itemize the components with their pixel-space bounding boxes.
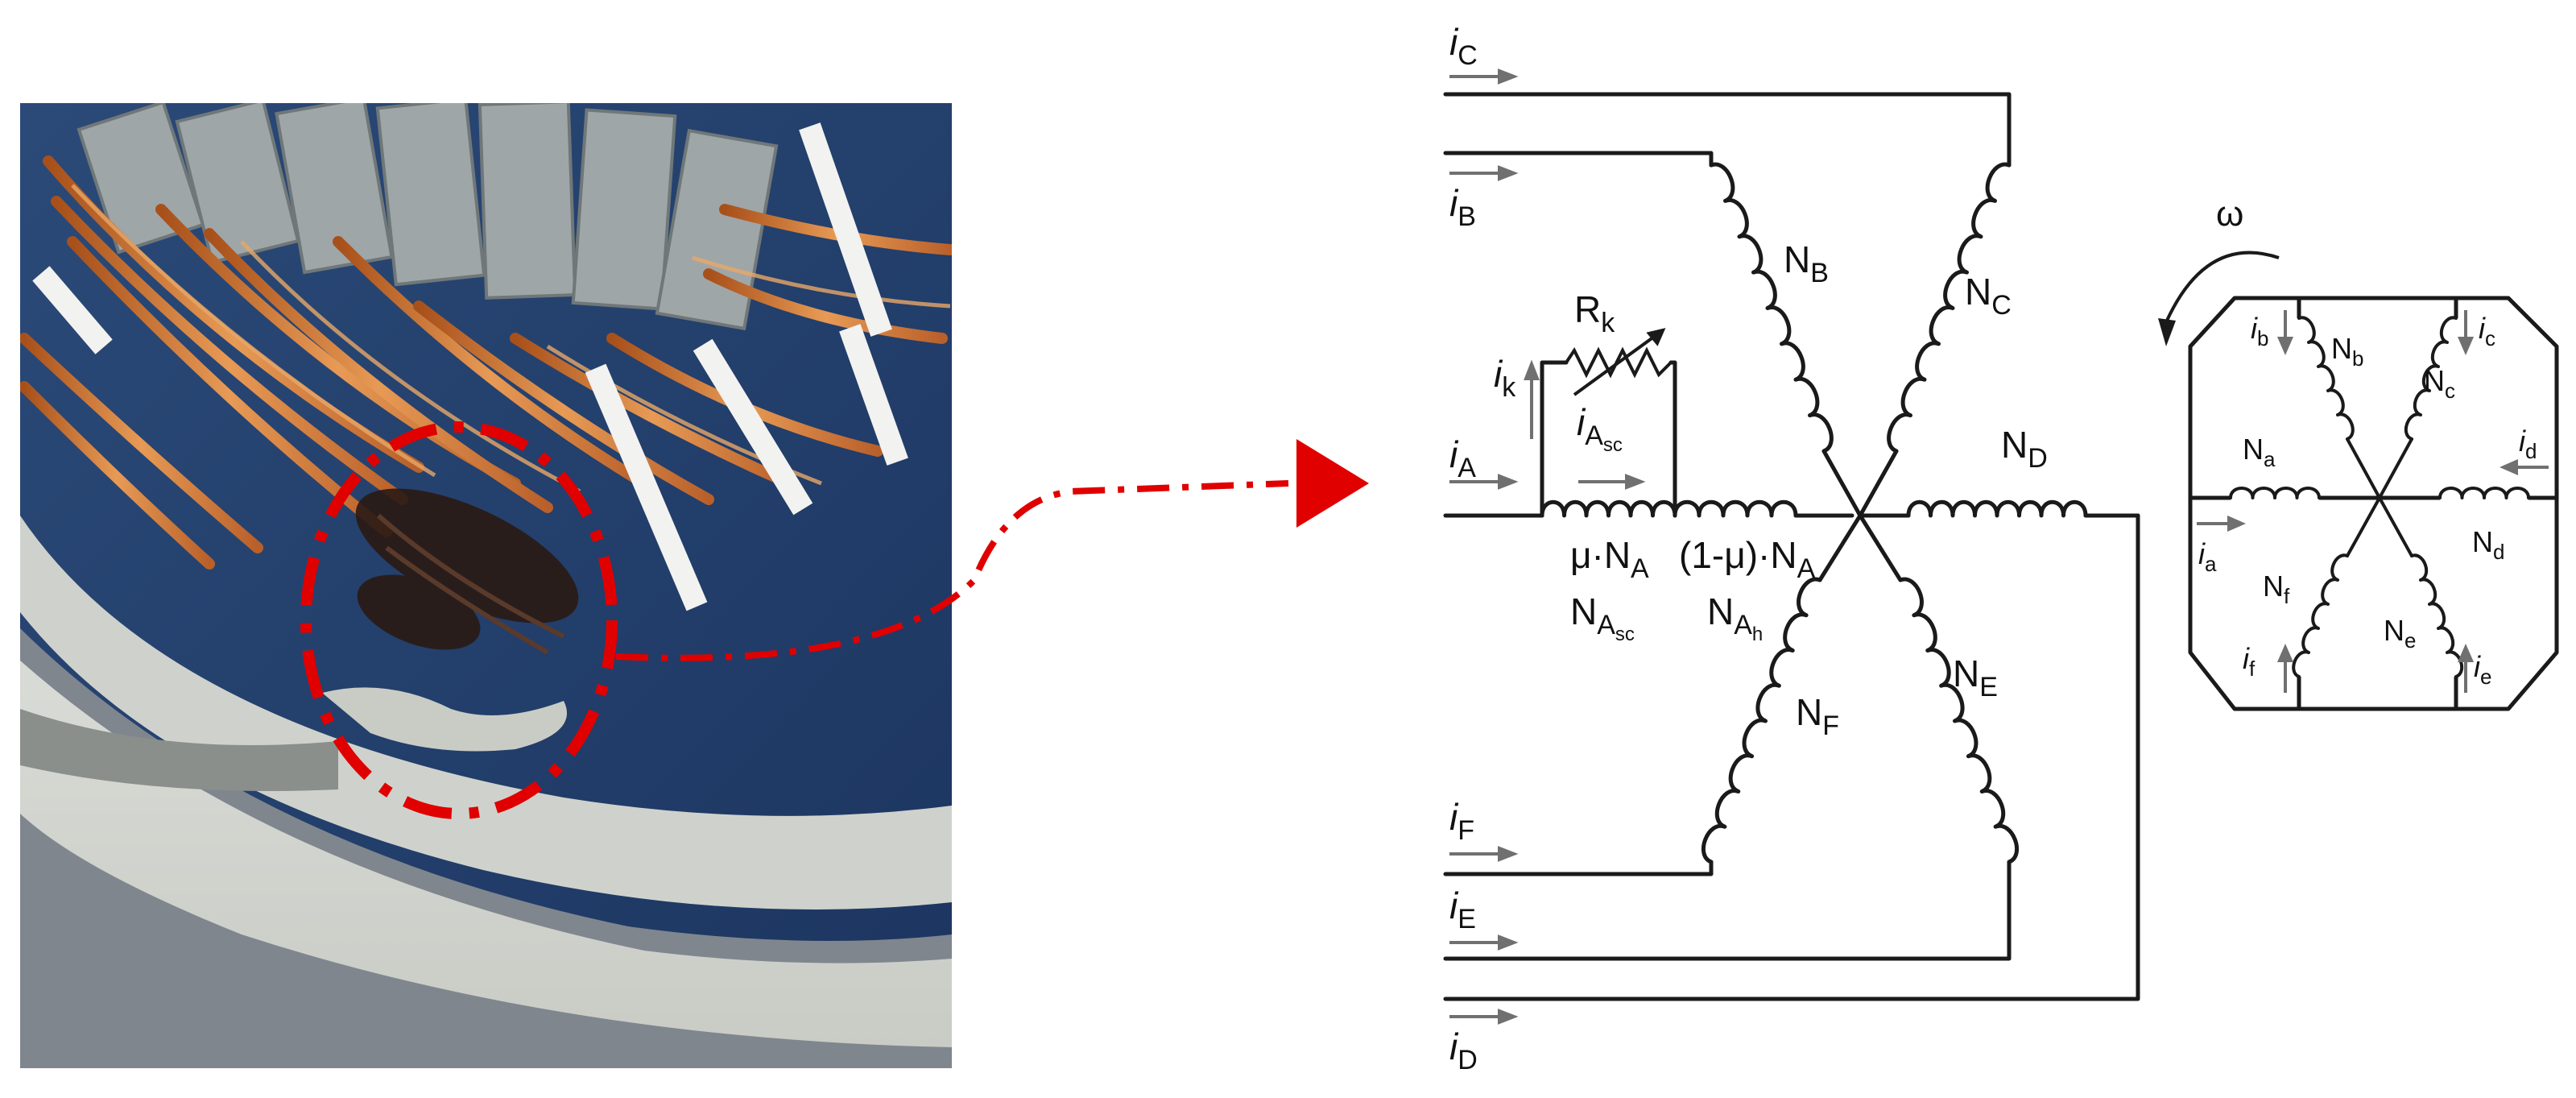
coil-ND — [1906, 499, 2088, 518]
rotor-frame — [2188, 296, 2559, 711]
label-ib: ib — [2251, 312, 2268, 350]
label-one-minus-mu-NA: (1-μ)·NA — [1679, 534, 1816, 584]
label-iD: iD — [1449, 1025, 1478, 1075]
rotation-arrow: ω — [2158, 194, 2280, 346]
stator-photo — [20, 103, 952, 1068]
rotor-current-arrows — [2197, 310, 2549, 693]
label-if: if — [2243, 642, 2256, 681]
coil-NA-h — [1673, 499, 1798, 518]
label-Nc: Nc — [2424, 364, 2455, 403]
coil-NE — [1898, 577, 2020, 864]
wire-NB-center — [1821, 449, 1863, 518]
label-Nf: Nf — [2263, 570, 2290, 608]
wire-NE-center — [1858, 513, 1903, 582]
wire-Nf-center — [2346, 496, 2381, 557]
stator-winding-diagram — [1443, 92, 2140, 1001]
label-iAsc: iAsc — [1577, 401, 1623, 456]
label-ia: ia — [2198, 537, 2217, 576]
label-NAh: NAh — [1707, 590, 1763, 645]
label-Nd: Nd — [2472, 525, 2504, 564]
label-ik: ik — [1494, 353, 1516, 403]
rotor-coil-group — [2229, 316, 2530, 678]
wire-NC-center — [1858, 449, 1899, 518]
label-NE: NE — [1953, 653, 1998, 702]
coil-Nc — [2404, 316, 2458, 441]
label-Na: Na — [2243, 433, 2276, 471]
fault-resistor-rk — [1565, 328, 1673, 396]
stator-labels: iC iB iA ik iAsc Rk NB NC ND NE NF μ·NA … — [1449, 21, 2048, 1075]
label-iA: iA — [1449, 433, 1476, 483]
fault-highlight-ellipse — [300, 421, 618, 819]
coil-NB — [1709, 162, 1834, 454]
coil-Na — [2229, 487, 2321, 499]
wire-Ne-center — [2378, 496, 2413, 557]
coil-NC — [1887, 162, 2012, 454]
fault-connector-line — [615, 480, 1289, 661]
label-iB: iB — [1449, 182, 1476, 232]
label-ie: ie — [2474, 650, 2491, 689]
label-iE: iE — [1449, 885, 1476, 934]
coil-group — [1540, 162, 2088, 864]
label-ic: ic — [2479, 312, 2495, 350]
label-omega: ω — [2216, 194, 2243, 234]
wire-NF-center — [1817, 513, 1863, 582]
label-NC: NC — [1965, 271, 2012, 321]
coil-NF — [1701, 577, 1822, 864]
coil-Ne — [2410, 553, 2464, 678]
wire-Nc-center — [2378, 437, 2413, 499]
label-iF: iF — [1449, 796, 1474, 846]
label-NB: NB — [1784, 238, 1829, 288]
label-id: id — [2519, 425, 2537, 463]
label-muNA: μ·NA — [1570, 534, 1649, 584]
label-Ne: Ne — [2384, 614, 2416, 653]
rotor-labels: ib Nb ic Nc Na id ia Nd Nf Ne if ie — [2198, 312, 2537, 689]
label-NF: NF — [1796, 691, 1839, 741]
label-Nb: Nb — [2331, 332, 2363, 371]
coil-Nb — [2297, 316, 2355, 441]
wire-Nb-center — [2346, 437, 2381, 499]
coil-Nf — [2292, 553, 2349, 678]
label-ND: ND — [2001, 424, 2048, 474]
connector-arrow-head — [1296, 439, 1369, 528]
label-iC: iC — [1449, 21, 1478, 71]
label-Rk: Rk — [1574, 288, 1615, 338]
coil-Nd — [2438, 487, 2530, 499]
coil-NA-sc — [1540, 499, 1677, 518]
current-arrows — [1449, 68, 1646, 1025]
label-NAsc: NAsc — [1570, 590, 1635, 645]
